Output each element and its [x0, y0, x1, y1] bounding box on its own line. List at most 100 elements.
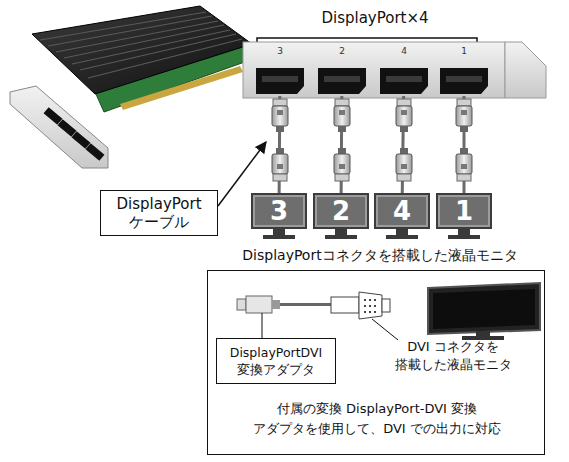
port-number: 4: [377, 44, 431, 96]
port-contact: [446, 76, 482, 82]
dvi-monitor: [428, 283, 540, 334]
monitor-caption: DisplayPortコネクタを搭載した液晶モニタ: [212, 246, 548, 265]
callout-box: DisplayPort ケーブル: [100, 190, 218, 236]
node-text: 4: [377, 46, 431, 56]
dvi-adapter-illustration: [382, 299, 390, 312]
cable-plug: [272, 148, 288, 181]
graphics-card: [44, 107, 63, 125]
dvi-adapter-illustration: [237, 299, 246, 310]
monitor-stand: [273, 229, 285, 235]
port-contact: [262, 76, 298, 82]
cable-plug: [456, 148, 472, 181]
monitor-stand: [396, 229, 408, 235]
dvi-adapter-illustration: [374, 305, 376, 307]
node-text: 1: [455, 197, 473, 225]
port-hole: [440, 68, 488, 94]
monitor-screen: 3: [251, 193, 307, 229]
monitor-stand: [386, 235, 418, 239]
dvi-adapter-illustration: [364, 311, 366, 313]
cable-plug: [456, 99, 472, 132]
dvi-adapter-illustration: [369, 305, 371, 307]
graphics-card: [40, 12, 242, 78]
graphics-card: [72, 30, 230, 64]
dvi-adapter-illustration: [359, 292, 382, 319]
node-text: 2: [315, 46, 369, 56]
monitor-stand: [263, 229, 480, 239]
port-hole: [380, 68, 428, 94]
port-contact: [324, 76, 360, 82]
monitor-stand: [325, 235, 357, 239]
monitor-screen: 1: [436, 193, 492, 229]
node-text: 2: [332, 197, 350, 225]
dvi-adapter-illustration: [246, 296, 272, 313]
dvi-adapter-illustration: [374, 299, 376, 301]
port-hole: [318, 68, 366, 94]
port-hole: [380, 68, 428, 94]
graphics-card: [64, 25, 224, 58]
monitor-screen: 4: [374, 193, 430, 229]
dvi-adapter-illustration: [374, 311, 376, 313]
node-text: 付属の変換 DisplayPort-DVI 変換 アダプタを使用して、DVI で…: [218, 399, 536, 439]
graphics-card: [32, 6, 252, 94]
port-contact: [386, 76, 422, 82]
bracket-label: DisplayPort×4: [290, 8, 460, 28]
port-plate: [243, 42, 546, 98]
leader-line: [262, 313, 263, 338]
graphics-card: [56, 21, 218, 52]
dvi-adapter-illustration: [237, 292, 390, 319]
leader-line: [262, 313, 398, 340]
port-plate: [243, 42, 505, 98]
dvi-adapter-illustration: [364, 305, 366, 307]
dvi-monitor-label: DVI コネクタを 搭載した液晶モニタ: [378, 338, 528, 374]
graphics-card: [44, 107, 105, 161]
graphics-card: [10, 6, 256, 168]
port-hole: [256, 68, 304, 94]
cable-plug: [396, 99, 412, 132]
dvi-monitor: [433, 289, 535, 329]
monitor-stand: [448, 235, 480, 239]
monitor-stand: [263, 235, 295, 239]
graphics-card: [48, 16, 212, 46]
cable-plug: [334, 99, 350, 132]
dvi-adapter-illustration: [369, 311, 371, 313]
node-text: 3: [270, 197, 288, 225]
node-text: DisplayPort ケーブル: [101, 195, 217, 231]
node-text: DisplayPortDVI 変換アダプタ: [217, 344, 335, 378]
port-number: 3: [253, 44, 307, 96]
port-hole: [318, 68, 366, 94]
graphics-card: [40, 12, 206, 40]
dvi-adapter-illustration: [369, 299, 371, 301]
port-plate: [505, 42, 546, 98]
port-hole: [256, 68, 304, 94]
node-text: 3: [253, 46, 307, 56]
graphics-card: [88, 39, 242, 78]
cable-plug: [272, 99, 288, 132]
graphics-card: [72, 131, 91, 149]
monitor-stand: [335, 229, 347, 235]
dvi-adapter-illustration: [331, 297, 359, 313]
monitor-stand: [458, 229, 470, 235]
display-cable: [402, 96, 403, 193]
port-number: 2: [315, 44, 369, 96]
port-hole: [440, 68, 488, 94]
cable-plug: [334, 148, 350, 181]
graphics-card: [80, 34, 236, 70]
dvi-adapter-illustration: [272, 300, 280, 309]
node-text: 1: [437, 46, 491, 56]
graphics-card: [86, 143, 105, 161]
monitor-screen: 2: [313, 193, 369, 229]
port-number: 1: [437, 44, 491, 96]
cable-plug: [396, 148, 412, 181]
dvi-monitor: [428, 283, 540, 340]
adapter-box: DisplayPortDVI 変換アダプタ: [216, 338, 336, 384]
node-text: 4: [393, 197, 411, 225]
graphics-card: [58, 119, 77, 137]
graphics-card: [10, 86, 108, 168]
display-cable: [278, 96, 282, 193]
dvi-adapter-illustration: [364, 299, 376, 313]
display-cable: [340, 96, 344, 193]
leader-line: [372, 319, 398, 340]
display-cable: [463, 96, 466, 193]
cable-plug: [272, 99, 472, 181]
